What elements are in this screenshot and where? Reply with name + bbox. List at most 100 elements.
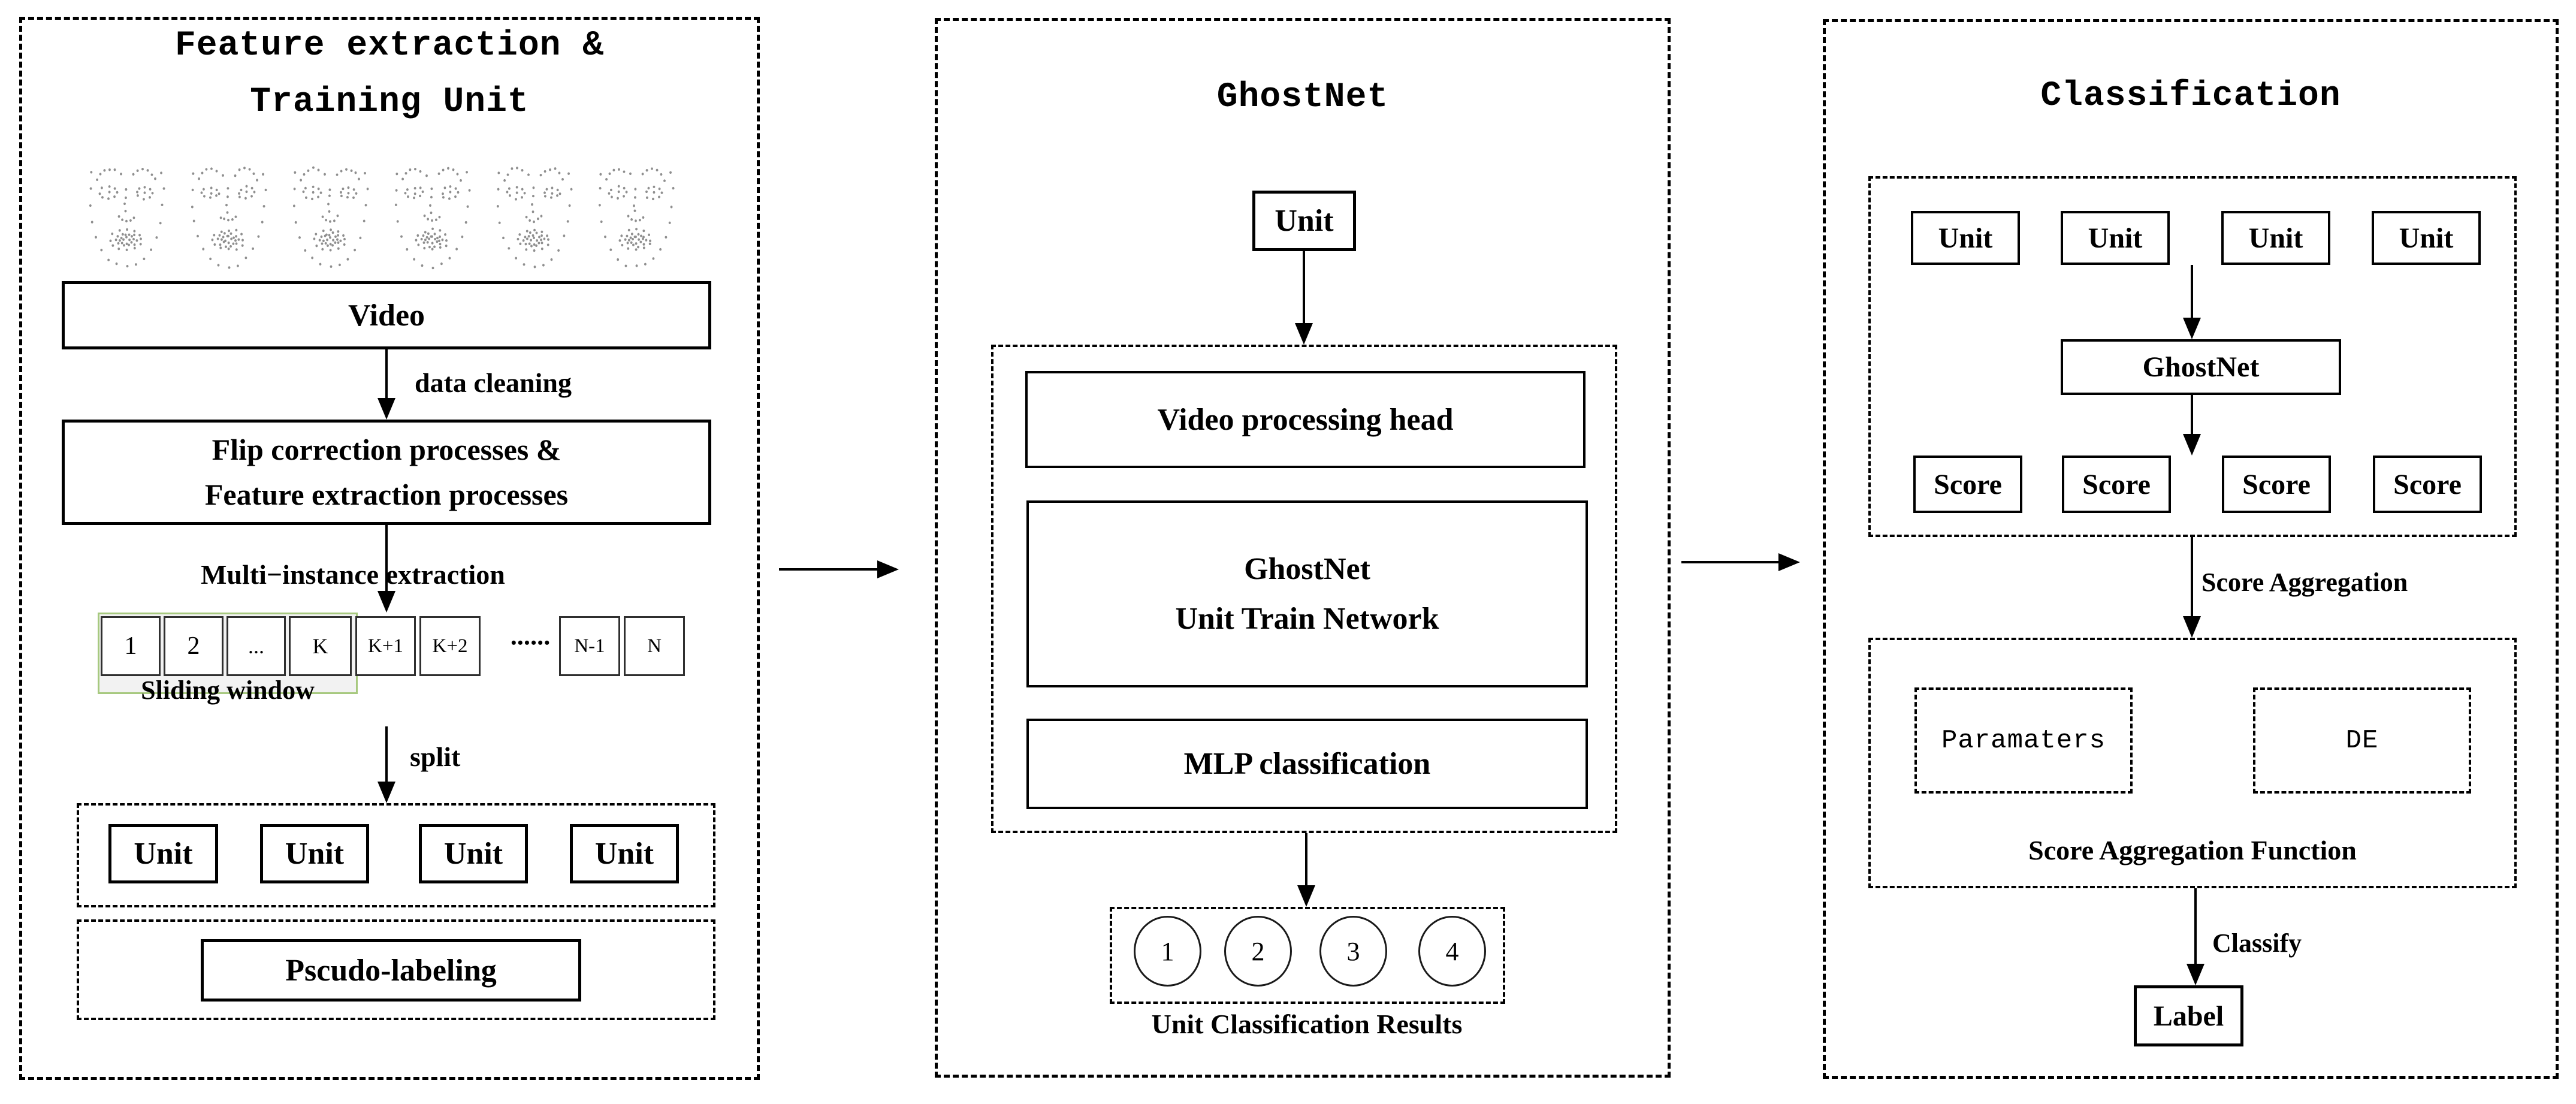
unit-box: Unit (108, 824, 218, 883)
data-cleaning-label: data cleaning (415, 367, 572, 398)
frame-label: 1 (124, 632, 137, 660)
unit-box-label: Unit (134, 837, 193, 871)
aggregation-function-label: Score Aggregation Function (2028, 835, 2357, 865)
unit-input-box: Unit (1252, 191, 1356, 251)
results-group-box (1110, 907, 1505, 1004)
classification-panel-title: Classification (2040, 77, 2341, 116)
score-box: Score (1913, 456, 2022, 513)
label-box-label: Label (2153, 1000, 2224, 1032)
score-box: Score (2062, 456, 2171, 513)
panel-classification (1823, 19, 2559, 1079)
train-box-line2: Unit Train Network (1175, 602, 1439, 636)
arrow-head (1297, 885, 1315, 907)
unit-box: Unit (570, 824, 679, 883)
mlp-classification-box: MLP classification (1026, 719, 1588, 809)
result-circle-label: 3 (1346, 936, 1360, 966)
units-group-box (77, 803, 715, 907)
unit-box: Unit (2372, 211, 2481, 265)
arrow-head (1295, 323, 1313, 345)
face-landmarks-svg (191, 167, 267, 269)
frame-box-2: 2 (164, 616, 224, 676)
face-landmarks-image (183, 137, 273, 277)
mlp-classification-label: MLP classification (1183, 747, 1431, 781)
result-circle-3: 3 (1319, 916, 1387, 987)
classify-label: Classify (2212, 928, 2302, 958)
unit-box: Unit (2061, 211, 2170, 265)
unit-box-label: Unit (2399, 222, 2454, 254)
left-panel-title-line2: Training Unit (250, 83, 529, 122)
multi-instance-label: Multi−instance extraction (201, 559, 505, 590)
pseudo-labeling-group-box (77, 919, 715, 1020)
unit-box: Unit (260, 824, 369, 883)
frame-label: N-1 (574, 635, 605, 657)
de-label: DE (2345, 725, 2379, 756)
face-landmarks-image (387, 137, 477, 277)
flip-box-line1: Flip correction processes & (212, 433, 561, 466)
arrow-units-to-ghostnet (2183, 265, 2201, 339)
score-box-label: Score (2082, 468, 2151, 500)
arrow-line (385, 349, 388, 398)
flow-arrow-left-to-middle (779, 560, 899, 578)
unit-box: Unit (2221, 211, 2330, 265)
arrow-ghostnet-to-scores (2183, 395, 2201, 456)
arrow-head (877, 560, 899, 578)
arrow-line (2191, 395, 2193, 434)
frame-box-1: 1 (101, 616, 161, 676)
arrow-flip-to-frames (378, 525, 395, 613)
face-landmarks-svg (496, 167, 573, 269)
arrow-line (2191, 537, 2193, 616)
arrow-head (2183, 434, 2201, 456)
score-box-label: Score (2393, 468, 2462, 500)
frame-box-N: N (624, 616, 685, 676)
panel-feature-extraction (19, 17, 760, 1080)
face-landmarks-image (489, 137, 579, 277)
result-circle-label: 1 (1161, 936, 1174, 966)
split-label: split (410, 741, 461, 772)
results-label: Unit Classification Results (1151, 1009, 1463, 1039)
pseudo-labeling-box: Pscudo-labeling (201, 939, 581, 1002)
pseudo-labeling-label: Pscudo-labeling (285, 953, 497, 988)
face-landmarks-svg (292, 166, 369, 268)
result-circle-2: 2 (1224, 916, 1292, 987)
de-box: DE (2253, 687, 2471, 794)
frame-label: K (312, 634, 328, 658)
frame-box-K2: K+2 (419, 616, 481, 676)
unit-box-label: Unit (2248, 222, 2303, 254)
frames-ellipsis: •••••• (511, 634, 551, 651)
flip-box-line2: Feature extraction processes (204, 478, 569, 511)
ghostnet-box: GhostNet (2061, 339, 2341, 395)
unit-box-label: Unit (443, 837, 503, 871)
sliding-window-label: Sliding window (141, 675, 315, 705)
arrow-head (1778, 553, 1800, 571)
arrow-head (378, 782, 395, 803)
face-landmarks-image (591, 137, 681, 277)
frame-box-dots: ... (227, 616, 286, 676)
arrow-line (2191, 265, 2193, 318)
label-box: Label (2134, 985, 2243, 1046)
face-landmarks-image (285, 137, 375, 277)
arrow-line (1303, 251, 1305, 323)
panel-ghostnet (935, 18, 1671, 1078)
arrow-head (2183, 616, 2201, 638)
unit-box-label: Unit (2088, 222, 2143, 254)
face-landmarks-image (81, 137, 171, 277)
unit-box: Unit (419, 824, 528, 883)
video-box: Video (62, 281, 711, 349)
face-landmarks-svg (394, 167, 471, 270)
result-circle-label: 2 (1251, 936, 1265, 966)
ghostnet-inner-box (991, 345, 1617, 833)
paramaters-label: Paramaters (1941, 725, 2106, 756)
unit-box-label: Unit (285, 837, 345, 871)
ghostnet-panel-title: GhostNet (1216, 78, 1389, 117)
video-processing-head-box: Video processing head (1025, 371, 1586, 468)
result-circle-1: 1 (1134, 916, 1201, 987)
arrow-line (1681, 561, 1778, 563)
face-landmarks-svg (598, 167, 675, 267)
score-aggregation-label: Score Aggregation (2201, 568, 2408, 597)
left-panel-title-line1: Feature extraction & (174, 26, 605, 65)
ghostnet-box-label: GhostNet (2142, 351, 2260, 383)
arrow-line (779, 568, 877, 571)
unit-box: Unit (1911, 211, 2020, 265)
video-processing-head-label: Video processing head (1157, 402, 1454, 437)
train-box-line1: GhostNet (1244, 551, 1370, 586)
